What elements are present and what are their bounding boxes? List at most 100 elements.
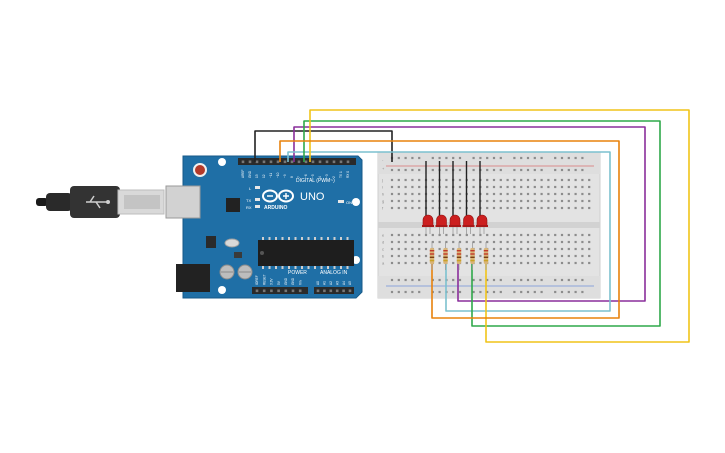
row-letter: e — [382, 233, 385, 238]
digital-pin-label: ~3 — [325, 174, 329, 178]
analog-pin-label: A4 — [342, 281, 346, 285]
resistor[interactable] — [483, 242, 489, 270]
digital-pin[interactable] — [325, 160, 329, 164]
digital-pin[interactable] — [269, 160, 273, 164]
led[interactable] — [435, 161, 448, 234]
analog-pin[interactable] — [329, 289, 333, 293]
model-label: UNO — [300, 191, 325, 203]
analog-pin-label: A3 — [335, 281, 339, 285]
led[interactable] — [476, 161, 488, 234]
digital-pin[interactable] — [248, 160, 252, 164]
capacitor-icon — [219, 264, 235, 280]
digital-pin[interactable] — [318, 160, 322, 164]
power-pin[interactable] — [277, 289, 280, 293]
wire-green[interactable] — [303, 120, 661, 327]
led[interactable] — [422, 161, 434, 234]
resistor[interactable] — [429, 242, 435, 270]
power-pin-label: IOREF — [255, 275, 259, 285]
rail-plus-label: + — [382, 166, 385, 171]
digital-pin-label: 13 — [255, 174, 259, 178]
row-letter: b — [382, 254, 385, 259]
digital-pin-label: ~6 — [304, 174, 308, 178]
digital-pin-label: 7 — [297, 176, 301, 178]
row-letter: g — [382, 199, 384, 204]
digital-pin[interactable] — [290, 160, 294, 164]
analog-pin[interactable] — [335, 289, 339, 293]
digital-pin-label: 8 — [290, 176, 294, 178]
power-label: POWER — [288, 270, 307, 276]
power-pin[interactable] — [291, 289, 295, 293]
analog-pin-label: A5 — [348, 281, 352, 285]
digital-pin[interactable] — [304, 160, 308, 164]
digital-pin-label: TX 1 — [339, 171, 343, 178]
digital-pin[interactable] — [283, 160, 287, 164]
wire-purple[interactable] — [293, 126, 646, 302]
usb-cable[interactable] — [36, 186, 165, 218]
digital-pin[interactable] — [297, 160, 301, 164]
row-letter: f — [382, 206, 384, 211]
on-label: ON — [346, 200, 352, 205]
digital-pin[interactable] — [255, 160, 259, 164]
power-pin-label: Vin — [298, 280, 302, 285]
digital-pin[interactable] — [346, 160, 350, 164]
led-array[interactable] — [422, 161, 488, 234]
resistor[interactable] — [456, 242, 462, 270]
power-pin-label: 3.3V — [270, 278, 274, 285]
row-letter: d — [382, 240, 384, 245]
atmega-chip — [258, 237, 354, 269]
l-led-label: L — [249, 186, 252, 191]
row-letter: c — [382, 247, 384, 252]
digital-pin[interactable] — [241, 160, 245, 164]
digital-pin-label: ~11 — [269, 173, 273, 178]
analog-pin-label: A2 — [329, 281, 333, 285]
resistor-array[interactable] — [429, 242, 489, 270]
digital-pin-label: 12 — [262, 174, 266, 178]
analog-label: ANALOG IN — [320, 270, 348, 276]
row-letter: h — [382, 192, 384, 197]
wire-black[interactable] — [254, 130, 393, 162]
tx-label: TX — [246, 198, 251, 203]
digital-pin-label: ~10 — [276, 172, 280, 178]
row-letter: j — [381, 178, 383, 183]
digital-pin[interactable] — [276, 160, 280, 164]
reset-button[interactable] — [193, 163, 207, 177]
rail-minus-label: - — [382, 157, 384, 162]
power-pin-label: GND — [284, 277, 288, 285]
power-pin[interactable] — [262, 289, 266, 293]
row-letter: a — [382, 261, 385, 266]
digital-pin[interactable] — [339, 160, 343, 164]
resistor[interactable] — [470, 242, 475, 270]
analog-pin[interactable] — [342, 289, 345, 293]
capacitor-icon — [237, 264, 253, 280]
wire-light-blue[interactable] — [287, 151, 611, 312]
digital-label: DIGITAL (PWM~) — [296, 178, 335, 184]
power-pin[interactable] — [255, 289, 259, 293]
power-pin[interactable] — [284, 289, 288, 293]
analog-pin[interactable] — [348, 289, 352, 293]
power-pin[interactable] — [270, 289, 273, 293]
arduino-logo-icon — [262, 189, 294, 203]
digital-pin-label: ~5 — [311, 174, 315, 178]
analog-pin[interactable] — [323, 289, 326, 293]
digital-pin[interactable] — [262, 160, 266, 164]
analog-pin[interactable] — [316, 289, 320, 293]
digital-pin-label: ~9 — [283, 174, 287, 178]
wire-orange[interactable] — [279, 140, 620, 319]
digital-pin-label: 2 — [332, 176, 336, 178]
wires[interactable] — [254, 109, 690, 343]
digital-pin[interactable] — [311, 160, 315, 164]
led[interactable] — [462, 161, 475, 234]
power-pin[interactable] — [298, 289, 302, 293]
usb-icon — [86, 195, 110, 209]
analog-pin-label: A1 — [323, 281, 327, 285]
digital-pin[interactable] — [332, 160, 336, 164]
wire-yellow[interactable] — [309, 109, 690, 343]
led[interactable] — [449, 161, 461, 234]
resistor[interactable] — [443, 242, 448, 270]
